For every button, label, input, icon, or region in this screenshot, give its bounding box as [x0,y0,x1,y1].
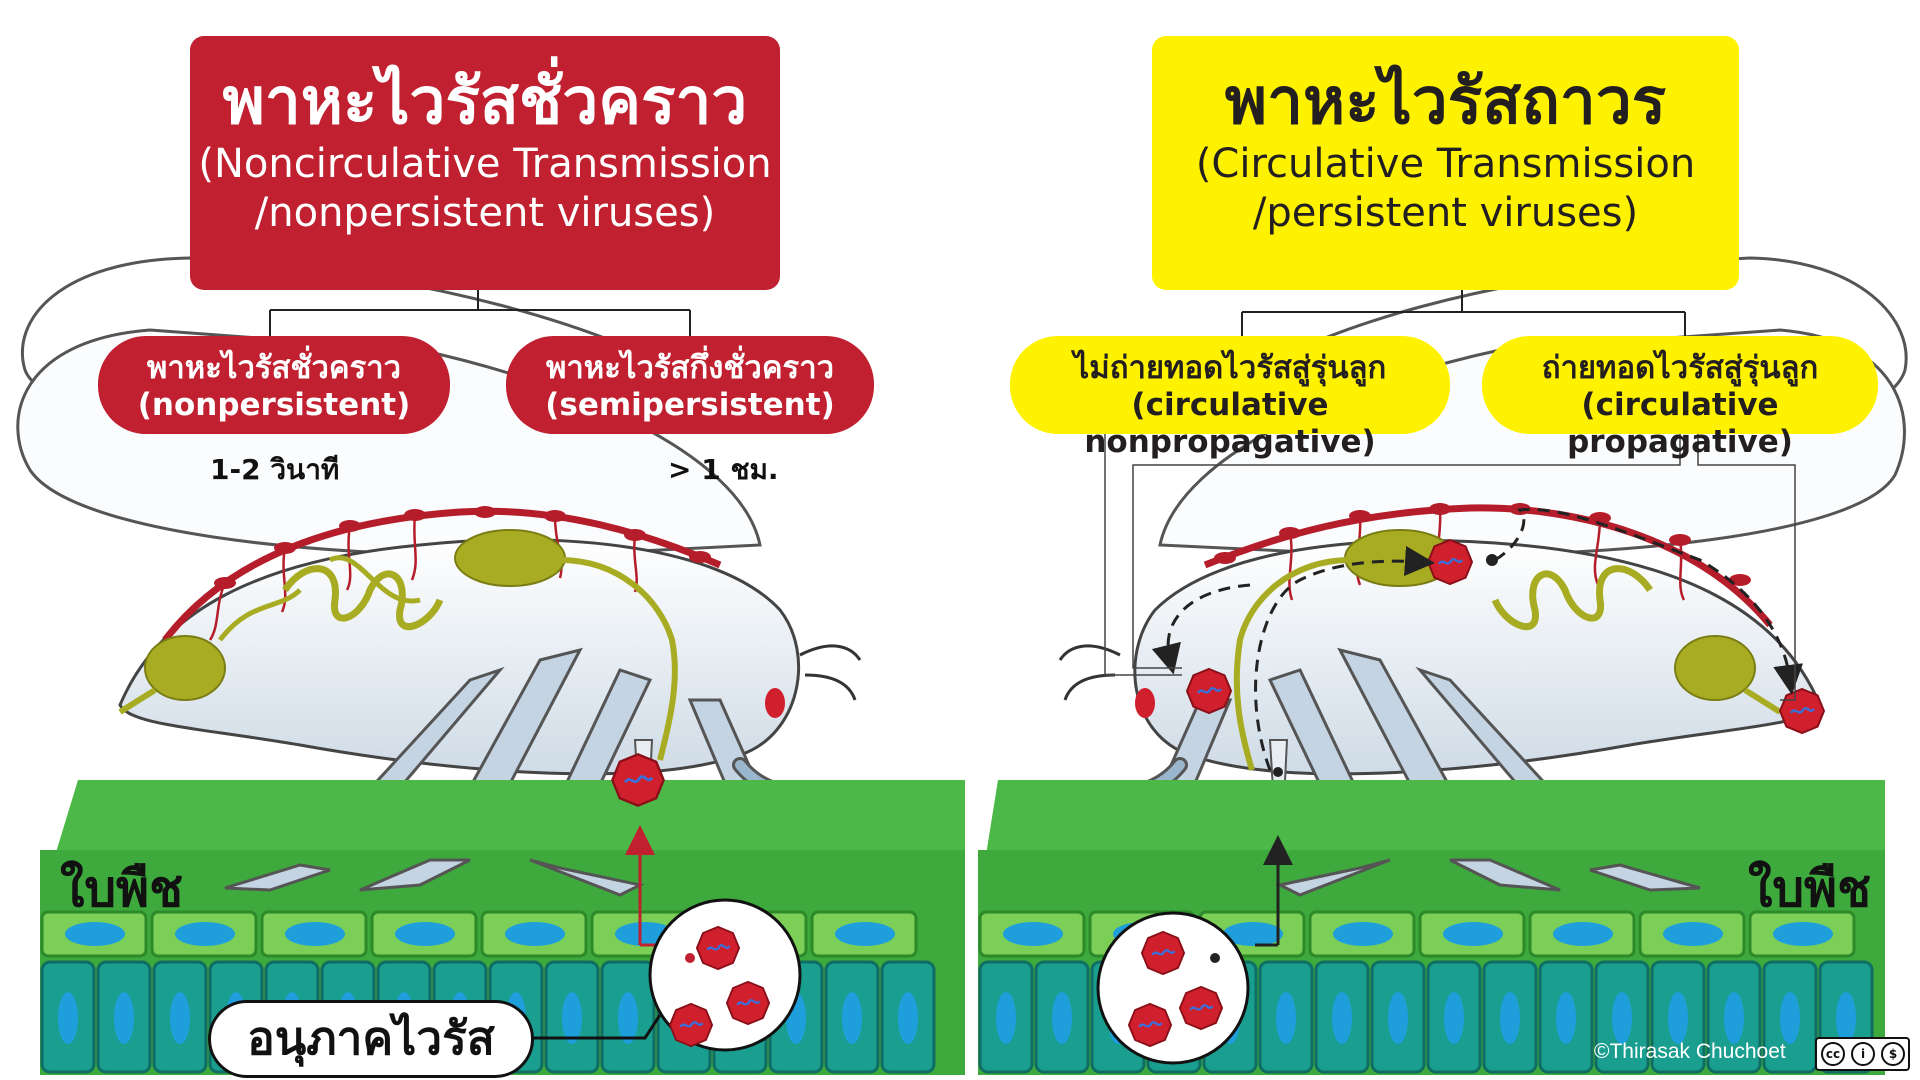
by-icon: i [1851,1042,1875,1066]
left-sub-semipersistent-en: (semipersistent) [545,387,835,423]
right-title-en-line1: (Circulative Transmission [1195,141,1696,187]
left-title-en-line2: /nonpersistent viruses) [254,190,716,236]
right-sub-propagative-thai: ถ่ายทอดไวรัสสู่รุ่นลูก [1541,350,1819,386]
left-title-thai: พาหะไวรัสชั่วคราว [222,65,748,139]
left-sub-semipersistent: พาหะไวรัสกึ่งชั่วคราว (semipersistent) [506,336,874,434]
left-stylet-virus [610,752,666,808]
right-title-en-line2: /persistent viruses) [1252,190,1639,236]
left-title-box: พาหะไวรัสชั่วคราว (Noncirculative Transm… [190,36,780,290]
left-sub-semipersistent-thai: พาหะไวรัสกึ่งชั่วคราว [545,350,835,386]
right-sub-nonpropagative: ไม่ถ่ายทอดไวรัสสู่รุ่นลูก (circulative n… [1010,336,1450,460]
time-hours: > 1 ชม. [668,453,779,486]
right-title-thai: พาหะไวรัสถาวร [1224,65,1667,139]
right-sub-propagative: ถ่ายทอดไวรัสสู่รุ่นลูก (circulative prop… [1482,336,1878,460]
left-sub-nonpersistent-en: (nonpersistent) [137,387,411,423]
left-title-en-line1: (Noncirculative Transmission [198,141,772,187]
copyright-credit: ©Thirasak Chuchoet [1594,1040,1786,1063]
nc-icon: $ [1881,1042,1905,1066]
right-title-box: พาหะไวรัสถาวร (Circulative Transmission … [1152,36,1739,290]
time-seconds: 1-2 วินาที [210,453,340,486]
cc-license-badge: cc i $ [1815,1037,1910,1071]
right-gut-virus [1426,538,1474,586]
left-leaf-label: ใบพืช [60,860,184,918]
right-sub-nonpropagative-thai: ไม่ถ่ายทอดไวรัสสู่รุ่นลูก [1073,350,1387,386]
cc-icon: cc [1821,1042,1845,1066]
left-sub-nonpersistent-thai: พาหะไวรัสชั่วคราว [146,350,402,386]
right-sub-nonpropagative-en: (circulative nonpropagative) [1084,387,1376,460]
right-tail-virus [1778,687,1826,735]
right-head-virus [1185,667,1233,715]
right-leaf-label: ใบพืช [1748,860,1872,918]
right-sub-propagative-en: (circulative propagative) [1567,387,1793,460]
virus-particle-callout: อนุภาคไวรัส [208,1000,534,1078]
left-sub-nonpersistent: พาหะไวรัสชั่วคราว (nonpersistent) [98,336,450,434]
